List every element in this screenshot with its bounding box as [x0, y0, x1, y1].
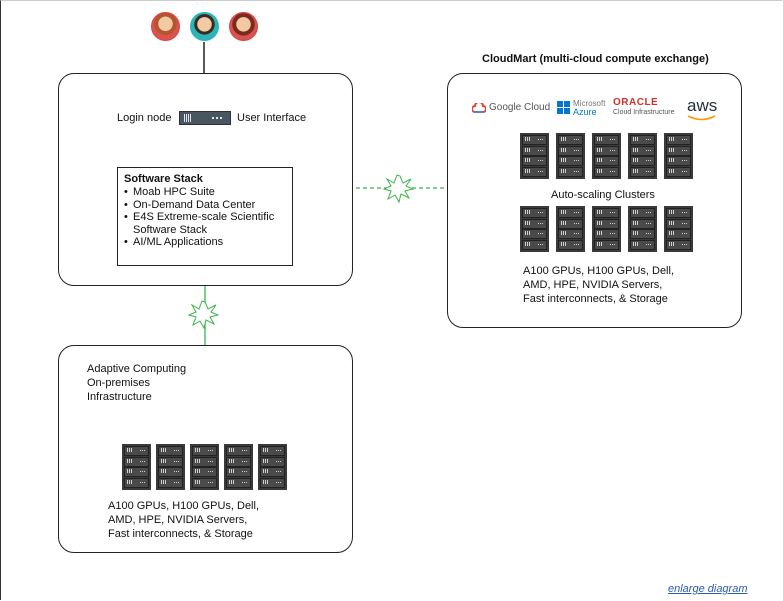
user-interface-label: User Interface: [237, 112, 307, 124]
onprem-title: Adaptive Computing On-premises Infrastru…: [87, 362, 186, 404]
onprem-server: [122, 444, 151, 490]
software-stack-title: Software Stack: [124, 173, 203, 185]
onprem-link-burst-icon: [187, 300, 220, 330]
microsoft-text: Microsoft: [573, 99, 606, 108]
cloud-server: [520, 133, 549, 179]
onprem-server: [258, 444, 287, 490]
oracle-logo: ORACLE Cloud Infrastructure: [613, 98, 674, 118]
onprem-hardware-line: AMD, HPE, NVIDIA Servers,: [108, 514, 248, 526]
cloud-hardware-text: A100 GPUs, H100 GPUs, Dell, AMD, HPE, NV…: [523, 264, 674, 306]
user-avatar-1: [151, 12, 180, 41]
azure-logo: Microsoft Azure: [557, 99, 605, 117]
user-avatar-2: [190, 12, 219, 41]
onprem-hardware-line: Fast interconnects, & Storage: [108, 528, 253, 540]
google-cloud-text: Google Cloud: [489, 102, 551, 113]
software-stack-item: AI/ML Applications: [124, 236, 286, 249]
cloud-server: [556, 133, 585, 179]
cloud-server: [628, 206, 657, 252]
google-cloud-icon: [472, 102, 486, 113]
auto-scaling-label: Auto-scaling Clusters: [551, 189, 655, 201]
aws-text: aws: [687, 96, 718, 115]
cloud-hardware-line: AMD, HPE, NVIDIA Servers,: [523, 279, 663, 291]
cloudmart-panel: [447, 73, 742, 328]
cloud-hardware-line: Fast interconnects, & Storage: [523, 293, 668, 305]
software-stack-item: On-Demand Data Center: [124, 199, 286, 212]
onprem-server: [190, 444, 219, 490]
cloud-server: [520, 206, 549, 252]
cloud-hardware-line: A100 GPUs, H100 GPUs, Dell,: [523, 265, 675, 277]
oracle-text: ORACLE: [613, 97, 659, 108]
software-stack-item: E4S Extreme-scale Scientific Software St…: [124, 211, 286, 236]
onprem-title-line: Infrastructure: [87, 391, 152, 403]
aws-smile-icon: [687, 115, 716, 121]
cloud-server: [664, 206, 693, 252]
user-avatar-3: [229, 12, 258, 41]
google-cloud-logo: Google Cloud: [472, 102, 550, 113]
cloud-server: [664, 133, 693, 179]
aws-logo: aws: [687, 96, 718, 121]
microsoft-icon: [557, 101, 570, 114]
cloud-server: [592, 133, 621, 179]
cloud-server: [628, 133, 657, 179]
software-stack-box: Software Stack Moab HPC Suite On-Demand …: [117, 167, 293, 266]
login-node-label: Login node: [117, 112, 172, 124]
onprem-hardware-text: A100 GPUs, H100 GPUs, Dell, AMD, HPE, NV…: [108, 499, 259, 541]
azure-text: Azure: [573, 107, 597, 117]
onprem-server: [224, 444, 253, 490]
oracle-cloud-infra-text: Cloud Infrastructure: [613, 109, 675, 116]
onprem-hardware-line: A100 GPUs, H100 GPUs, Dell,: [108, 500, 260, 512]
cloudmart-title: CloudMart (multi-cloud compute exchange): [482, 53, 709, 65]
login-node-server-icon: [179, 111, 231, 125]
cloud-link-burst-icon: [382, 174, 415, 204]
onprem-title-line: On-premises: [87, 377, 150, 389]
software-stack-list: Moab HPC Suite On-Demand Data Center E4S…: [124, 186, 286, 249]
cloud-server: [556, 206, 585, 252]
enlarge-diagram-link[interactable]: enlarge diagram: [668, 583, 748, 595]
onprem-server: [156, 444, 185, 490]
software-stack-item: Moab HPC Suite: [124, 186, 286, 199]
cloud-server: [592, 206, 621, 252]
onprem-title-line: Adaptive Computing: [87, 363, 187, 375]
